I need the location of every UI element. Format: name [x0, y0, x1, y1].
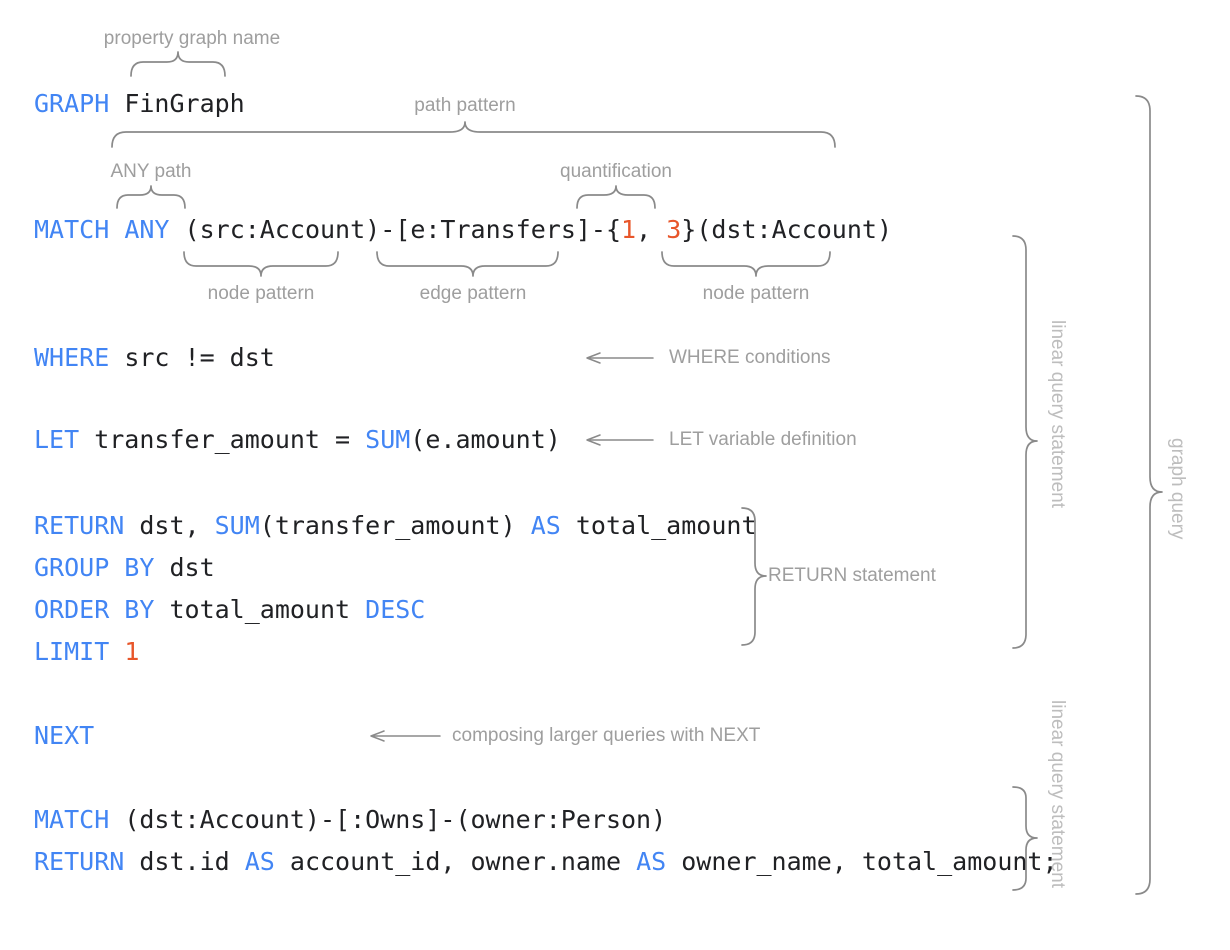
code-line-next: NEXT	[34, 720, 94, 752]
code-line-match: MATCH ANY (src:Account)-[e:Transfers]-{1…	[34, 214, 892, 246]
label-path-pattern: path pattern	[414, 95, 516, 116]
label-linear-query-statement-2: linear query statement	[1047, 700, 1068, 888]
keyword-group-by: GROUP BY	[34, 553, 155, 582]
return-items: dst,	[124, 511, 215, 540]
brace-edge-pattern	[376, 251, 559, 277]
function-sum: SUM	[365, 425, 411, 454]
limit-value: 1	[124, 637, 140, 666]
arrow-where-conditions	[586, 352, 654, 364]
function-sum: SUM	[214, 511, 260, 540]
quantifier-max: 3	[666, 215, 682, 244]
label-quantification: quantification	[560, 161, 672, 182]
return2-part3: owner_name, total_amount;	[666, 847, 1058, 876]
brace-linear-query-statement-1	[1012, 235, 1038, 649]
keyword-as: AS	[636, 847, 667, 876]
return-alias: total_amount	[560, 511, 757, 540]
return2-part2: account_id, owner.name	[274, 847, 637, 876]
label-edge-pattern: edge pattern	[419, 283, 527, 304]
quantifier-min: 1	[621, 215, 637, 244]
arrow-let-definition	[586, 434, 654, 446]
code-line-where: WHERE src != dst	[34, 342, 275, 374]
where-expression: src != dst	[109, 343, 275, 372]
keyword-any: ANY	[124, 215, 170, 244]
code-line-limit: LIMIT 1	[34, 636, 139, 668]
code-line-match2: MATCH (dst:Account)-[:Owns]-(owner:Perso…	[34, 804, 666, 836]
keyword-next: NEXT	[34, 721, 95, 750]
keyword-where: WHERE	[34, 343, 110, 372]
brace-path-pattern	[111, 121, 836, 148]
code-line-graph: GRAPH FinGraph	[34, 88, 245, 120]
label-linear-query-statement-1: linear query statement	[1047, 320, 1068, 508]
label-where-conditions: WHERE conditions	[669, 347, 831, 368]
path-pattern-suffix: }(dst:Account)	[681, 215, 892, 244]
let-argument: (e.amount)	[410, 425, 561, 454]
label-let-variable-definition: LET variable definition	[669, 429, 857, 450]
graph-name-fingraph: FinGraph	[124, 89, 245, 118]
label-node-pattern-1: node pattern	[207, 283, 315, 304]
brace-any-path	[116, 185, 186, 209]
space	[169, 215, 184, 244]
arrow-next-composition	[370, 730, 441, 742]
owns-pattern: (dst:Account)-[:Owns]-(owner:Person)	[109, 805, 667, 834]
brace-property-graph-name	[130, 51, 226, 77]
space	[109, 89, 124, 118]
keyword-return: RETURN	[34, 847, 125, 876]
code-line-order-by: ORDER BY total_amount DESC	[34, 594, 425, 626]
order-by-key: total_amount	[154, 595, 366, 624]
return2-part1: dst.id	[124, 847, 245, 876]
label-property-graph-name: property graph name	[103, 28, 281, 49]
label-next-composition: composing larger queries with NEXT	[452, 725, 761, 746]
return-argument: (transfer_amount)	[259, 511, 531, 540]
keyword-let: LET	[34, 425, 80, 454]
brace-quantification	[576, 185, 656, 209]
keyword-return: RETURN	[34, 511, 125, 540]
keyword-graph: GRAPH	[34, 89, 110, 118]
brace-node-pattern-2	[661, 251, 831, 277]
label-node-pattern-2: node pattern	[702, 283, 810, 304]
path-pattern-prefix: (src:Account)-[e:Transfers]-{	[184, 215, 622, 244]
keyword-order-by: ORDER BY	[34, 595, 155, 624]
keyword-match: MATCH	[34, 215, 110, 244]
keyword-desc: DESC	[365, 595, 426, 624]
keyword-as: AS	[530, 511, 561, 540]
code-line-return: RETURN dst, SUM(transfer_amount) AS tota…	[34, 510, 757, 542]
label-any-path: ANY path	[110, 161, 192, 182]
label-graph-query: graph query	[1167, 438, 1188, 540]
brace-node-pattern-1	[183, 251, 339, 277]
brace-graph-query	[1135, 95, 1163, 895]
keyword-match: MATCH	[34, 805, 110, 834]
group-by-key: dst	[154, 553, 215, 582]
quantifier-separator: ,	[636, 215, 667, 244]
space	[109, 215, 124, 244]
code-line-let: LET transfer_amount = SUM(e.amount)	[34, 424, 561, 456]
keyword-as: AS	[244, 847, 275, 876]
let-assignment: transfer_amount =	[79, 425, 366, 454]
keyword-limit: LIMIT	[34, 637, 110, 666]
code-line-group-by: GROUP BY dst	[34, 552, 215, 584]
code-line-return2: RETURN dst.id AS account_id, owner.name …	[34, 846, 1058, 878]
label-return-statement: RETURN statement	[768, 565, 936, 586]
space	[109, 637, 124, 666]
